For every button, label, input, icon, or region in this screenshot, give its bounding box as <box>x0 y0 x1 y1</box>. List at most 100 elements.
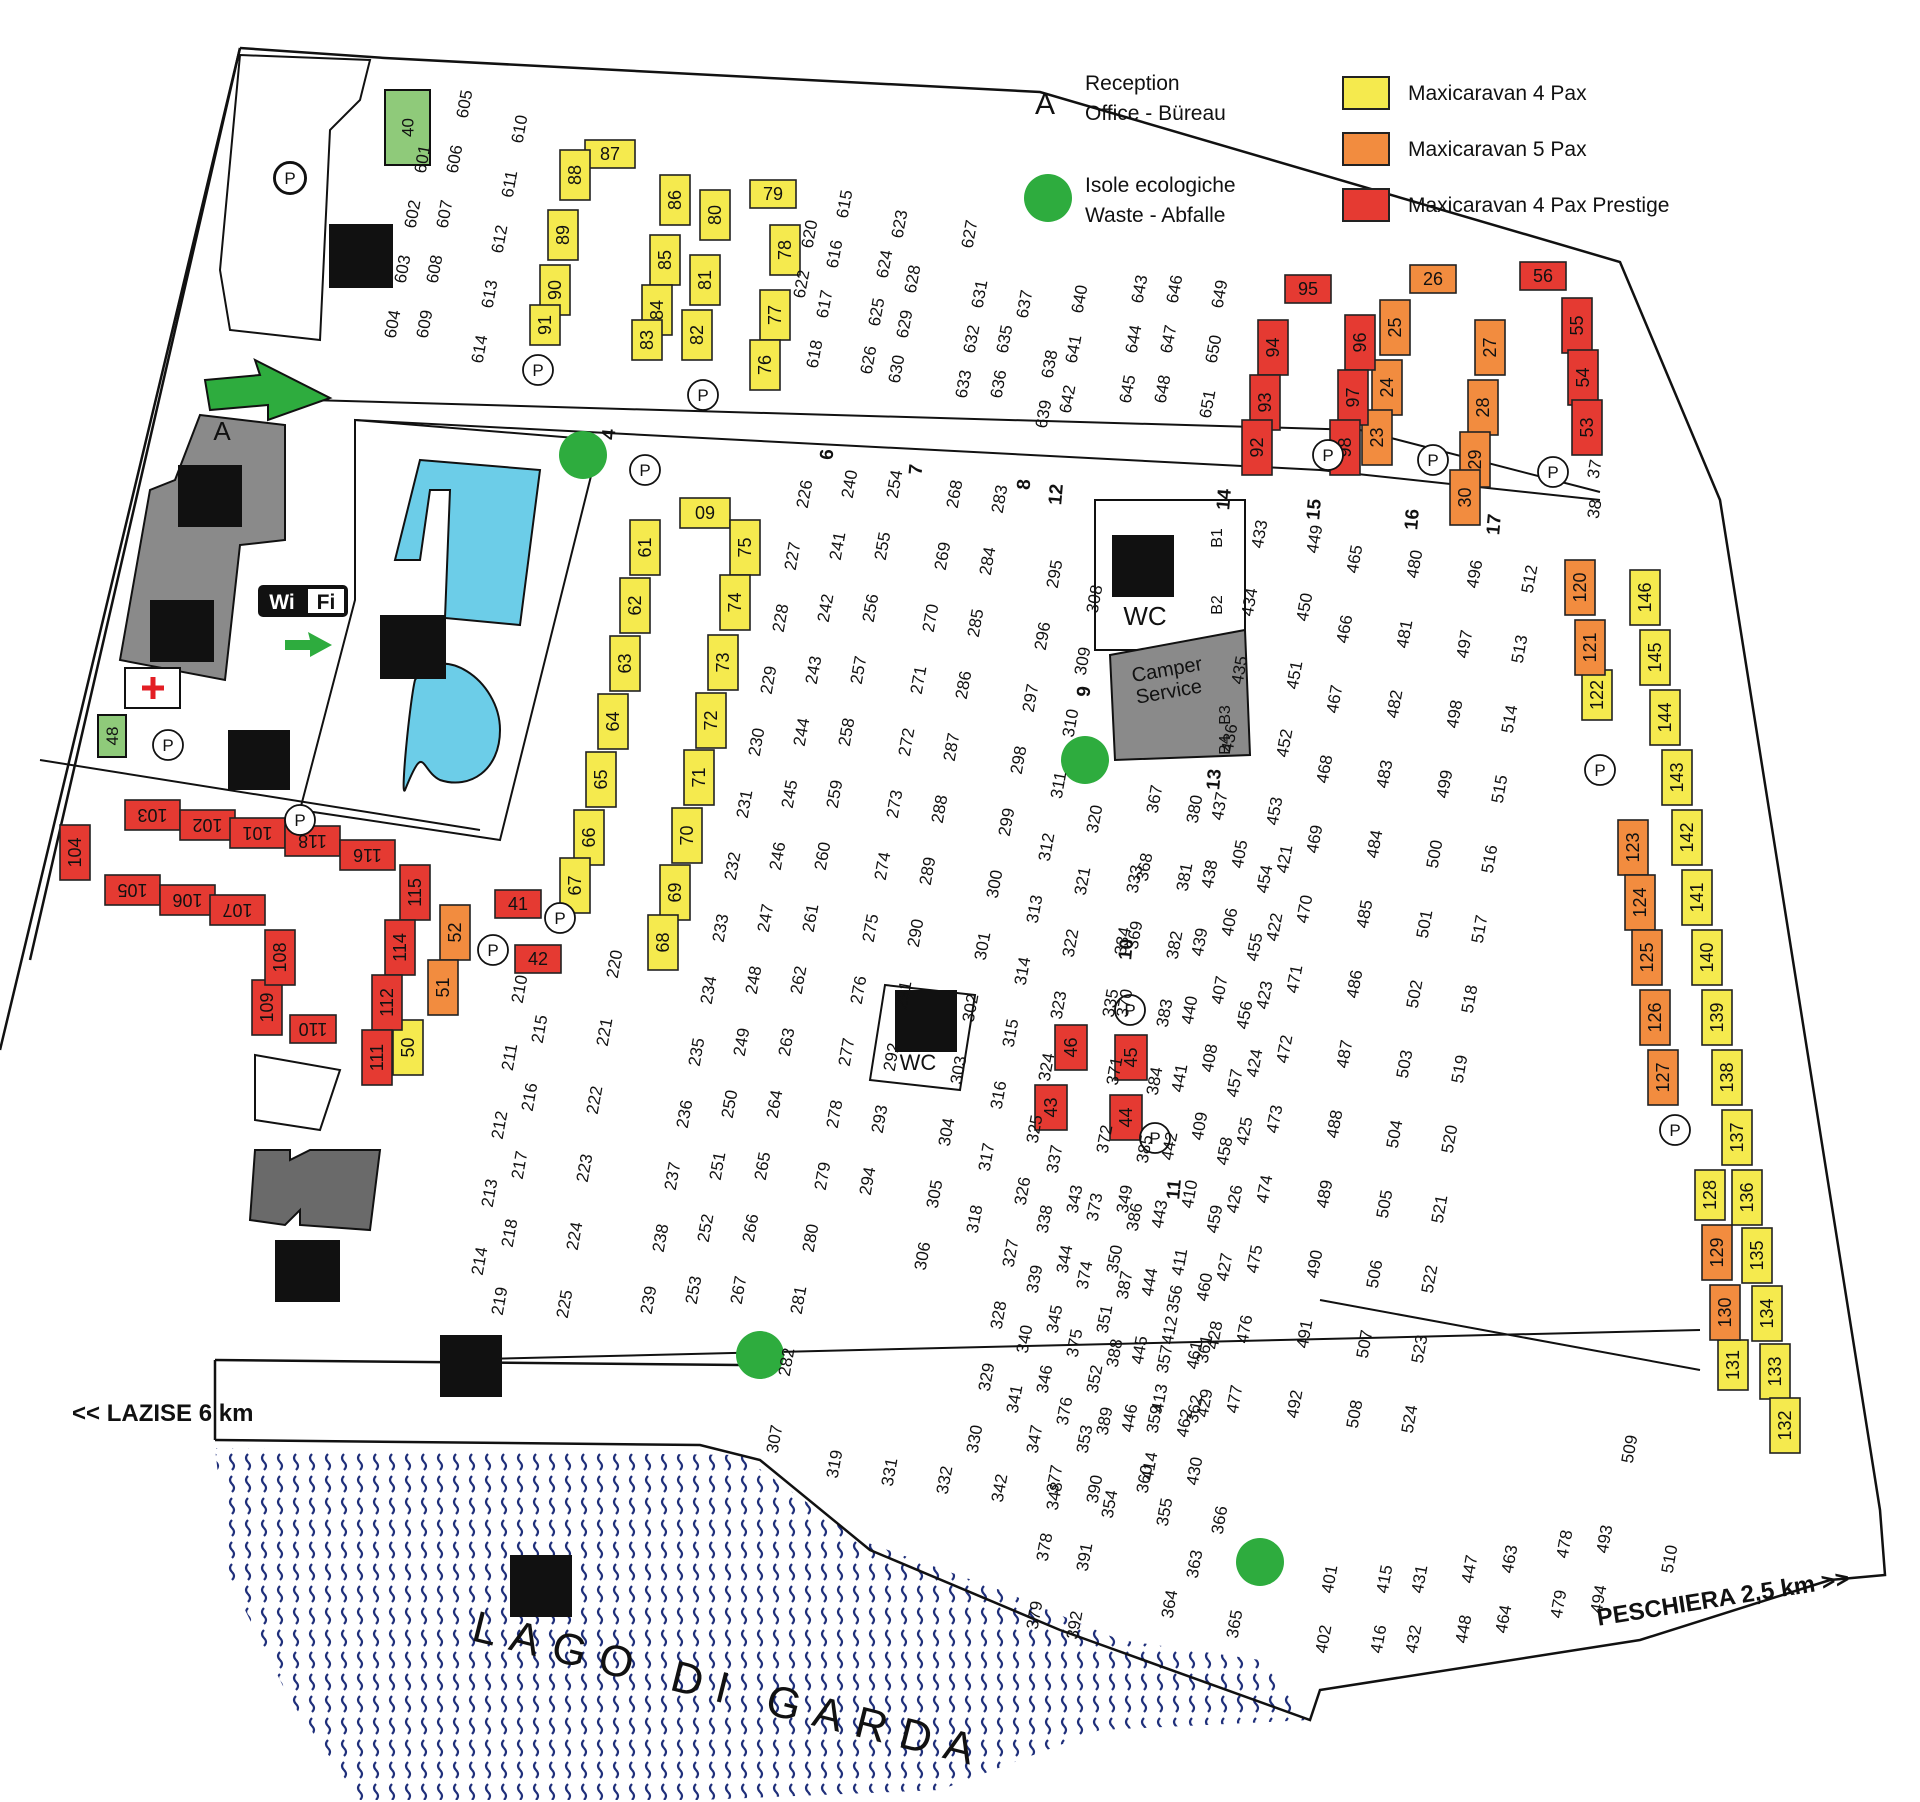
pitch-label-329: 329 <box>975 1361 999 1392</box>
pitch-label-23: 23 <box>1367 427 1387 447</box>
pitch-label-77: 77 <box>765 305 785 325</box>
pitch-label-650: 650 <box>1202 333 1226 364</box>
pitch-76: 76 <box>749 339 781 391</box>
pitch-label-640: 640 <box>1068 283 1092 314</box>
pitch-label-446: 446 <box>1118 1402 1142 1433</box>
pitch-46: 46 <box>1054 1024 1088 1071</box>
pitch-label-363: 363 <box>1183 1548 1207 1579</box>
pitch-label-272: 272 <box>895 726 919 757</box>
pitch-label-356: 356 <box>1163 1283 1187 1314</box>
pitch-62: 62 <box>619 577 651 634</box>
pitch-44: 44 <box>1109 1094 1143 1141</box>
pitch-label-480: 480 <box>1403 548 1427 579</box>
pitch-label-350: 350 <box>1103 1243 1127 1274</box>
svg-text:P: P <box>294 811 305 830</box>
pitch-label-313: 313 <box>1023 893 1047 924</box>
pitch-label-513: 513 <box>1508 633 1532 664</box>
pitch-label-637: 637 <box>1013 288 1037 319</box>
pitch-92: 92 <box>1241 419 1273 476</box>
pitch-label-66: 66 <box>579 827 599 847</box>
pitch-label-334: 334 <box>1111 925 1135 956</box>
pitch-label-244: 244 <box>790 716 814 747</box>
pitch-91: 91 <box>529 304 561 346</box>
road-number-14: 14 <box>1213 488 1236 511</box>
parking-icon: P <box>284 804 316 836</box>
pitch-label-116: 116 <box>353 845 382 865</box>
pitch-label-236: 236 <box>673 1098 697 1129</box>
pitch-label-292: 292 <box>880 1041 904 1072</box>
pitch-label-508: 508 <box>1343 1398 1367 1429</box>
pitch-label-258: 258 <box>835 716 859 747</box>
pitch-label-97: 97 <box>1343 387 1363 407</box>
pitch-label-287: 287 <box>940 731 964 762</box>
pitch-label-277: 277 <box>835 1036 859 1067</box>
pitch-label-432: 432 <box>1402 1623 1426 1654</box>
pitch-label-435: 435 <box>1228 654 1252 685</box>
pitch-label-144: 144 <box>1655 702 1675 732</box>
pitch-label-55: 55 <box>1567 315 1587 335</box>
pitch-label-82: 82 <box>687 325 707 345</box>
pitch-label-475: 475 <box>1243 1243 1267 1274</box>
pitch-label-64: 64 <box>603 711 623 731</box>
pitch-label-499: 499 <box>1433 768 1457 799</box>
pitch-label-300: 300 <box>983 868 1007 899</box>
pitch-71: 71 <box>683 749 715 806</box>
svg-text:P: P <box>554 909 565 928</box>
pitch-label-416: 416 <box>1367 1623 1391 1654</box>
pitch-label-477: 477 <box>1223 1383 1247 1414</box>
pitch-142: 142 <box>1671 809 1703 866</box>
pitch-label-283: 283 <box>988 483 1012 514</box>
road-number-17: 17 <box>1483 513 1506 536</box>
pitch-label-103: 103 <box>137 805 167 825</box>
pitch-label-378: 378 <box>1033 1531 1057 1562</box>
pitch-136: 136 <box>1731 1169 1763 1226</box>
pitch-label-63: 63 <box>615 653 635 673</box>
pitch-label-610: 610 <box>508 113 532 144</box>
pitch-63: 63 <box>609 635 641 692</box>
pitch-label-616: 616 <box>823 238 847 269</box>
pitch-label-335: 335 <box>1099 987 1123 1018</box>
recycling-icon <box>559 431 607 479</box>
pitch-label-450: 450 <box>1293 591 1317 622</box>
pitch-label-370: 370 <box>1113 987 1137 1018</box>
pitch-label-87: 87 <box>600 144 620 164</box>
pitch-label-437: 437 <box>1208 790 1232 821</box>
pitch-label-71: 71 <box>689 767 709 787</box>
pitch-label-296: 296 <box>1031 620 1055 651</box>
pitch-label-457: 457 <box>1223 1067 1247 1098</box>
pitch-label-294: 294 <box>856 1165 880 1196</box>
road-number-16: 16 <box>1401 508 1424 531</box>
pitch-label-624: 624 <box>873 248 897 279</box>
eco-label-1: Isole ecologiche <box>1085 174 1236 197</box>
pitch-126: 126 <box>1639 989 1671 1046</box>
pitch-label-243: 243 <box>802 654 826 685</box>
pitch-125: 125 <box>1631 929 1663 986</box>
pitch-label-405: 405 <box>1228 838 1252 869</box>
pitch-label-228: 228 <box>769 602 793 633</box>
pitch-label-69: 69 <box>665 882 685 902</box>
pitch-label-321: 321 <box>1071 865 1095 896</box>
pitch-141: 141 <box>1681 869 1713 926</box>
legend-label-maxi4: Maxicaravan 4 Pax <box>1408 82 1587 105</box>
pitch-label-146: 146 <box>1635 582 1655 612</box>
b1-label: B1 <box>1209 528 1226 548</box>
pitch-label-263: 263 <box>775 1026 799 1057</box>
road-number-11: 11 <box>1163 1178 1186 1200</box>
pitch-label-328: 328 <box>987 1299 1011 1330</box>
shower-icon <box>1112 535 1174 597</box>
pitch-label-642: 642 <box>1056 383 1080 414</box>
pitch-label-472: 472 <box>1273 1033 1297 1064</box>
pitch-label-452: 452 <box>1273 727 1297 758</box>
pitch-label-455: 455 <box>1243 931 1267 962</box>
pitch-label-339: 339 <box>1023 1263 1047 1294</box>
pitch-89: 89 <box>547 209 579 261</box>
pitch-label-487: 487 <box>1333 1038 1357 1069</box>
pitch-label-626: 626 <box>857 344 881 375</box>
pitch-label-346: 346 <box>1033 1363 1057 1394</box>
pitch-label-512: 512 <box>1518 563 1542 594</box>
pitch-label-337: 337 <box>1043 1143 1067 1174</box>
pitch-label-355: 355 <box>1153 1496 1177 1527</box>
roads <box>39 399 1701 1371</box>
pitch-label-115: 115 <box>405 878 425 907</box>
pitch-label-371: 371 <box>1103 1055 1127 1086</box>
